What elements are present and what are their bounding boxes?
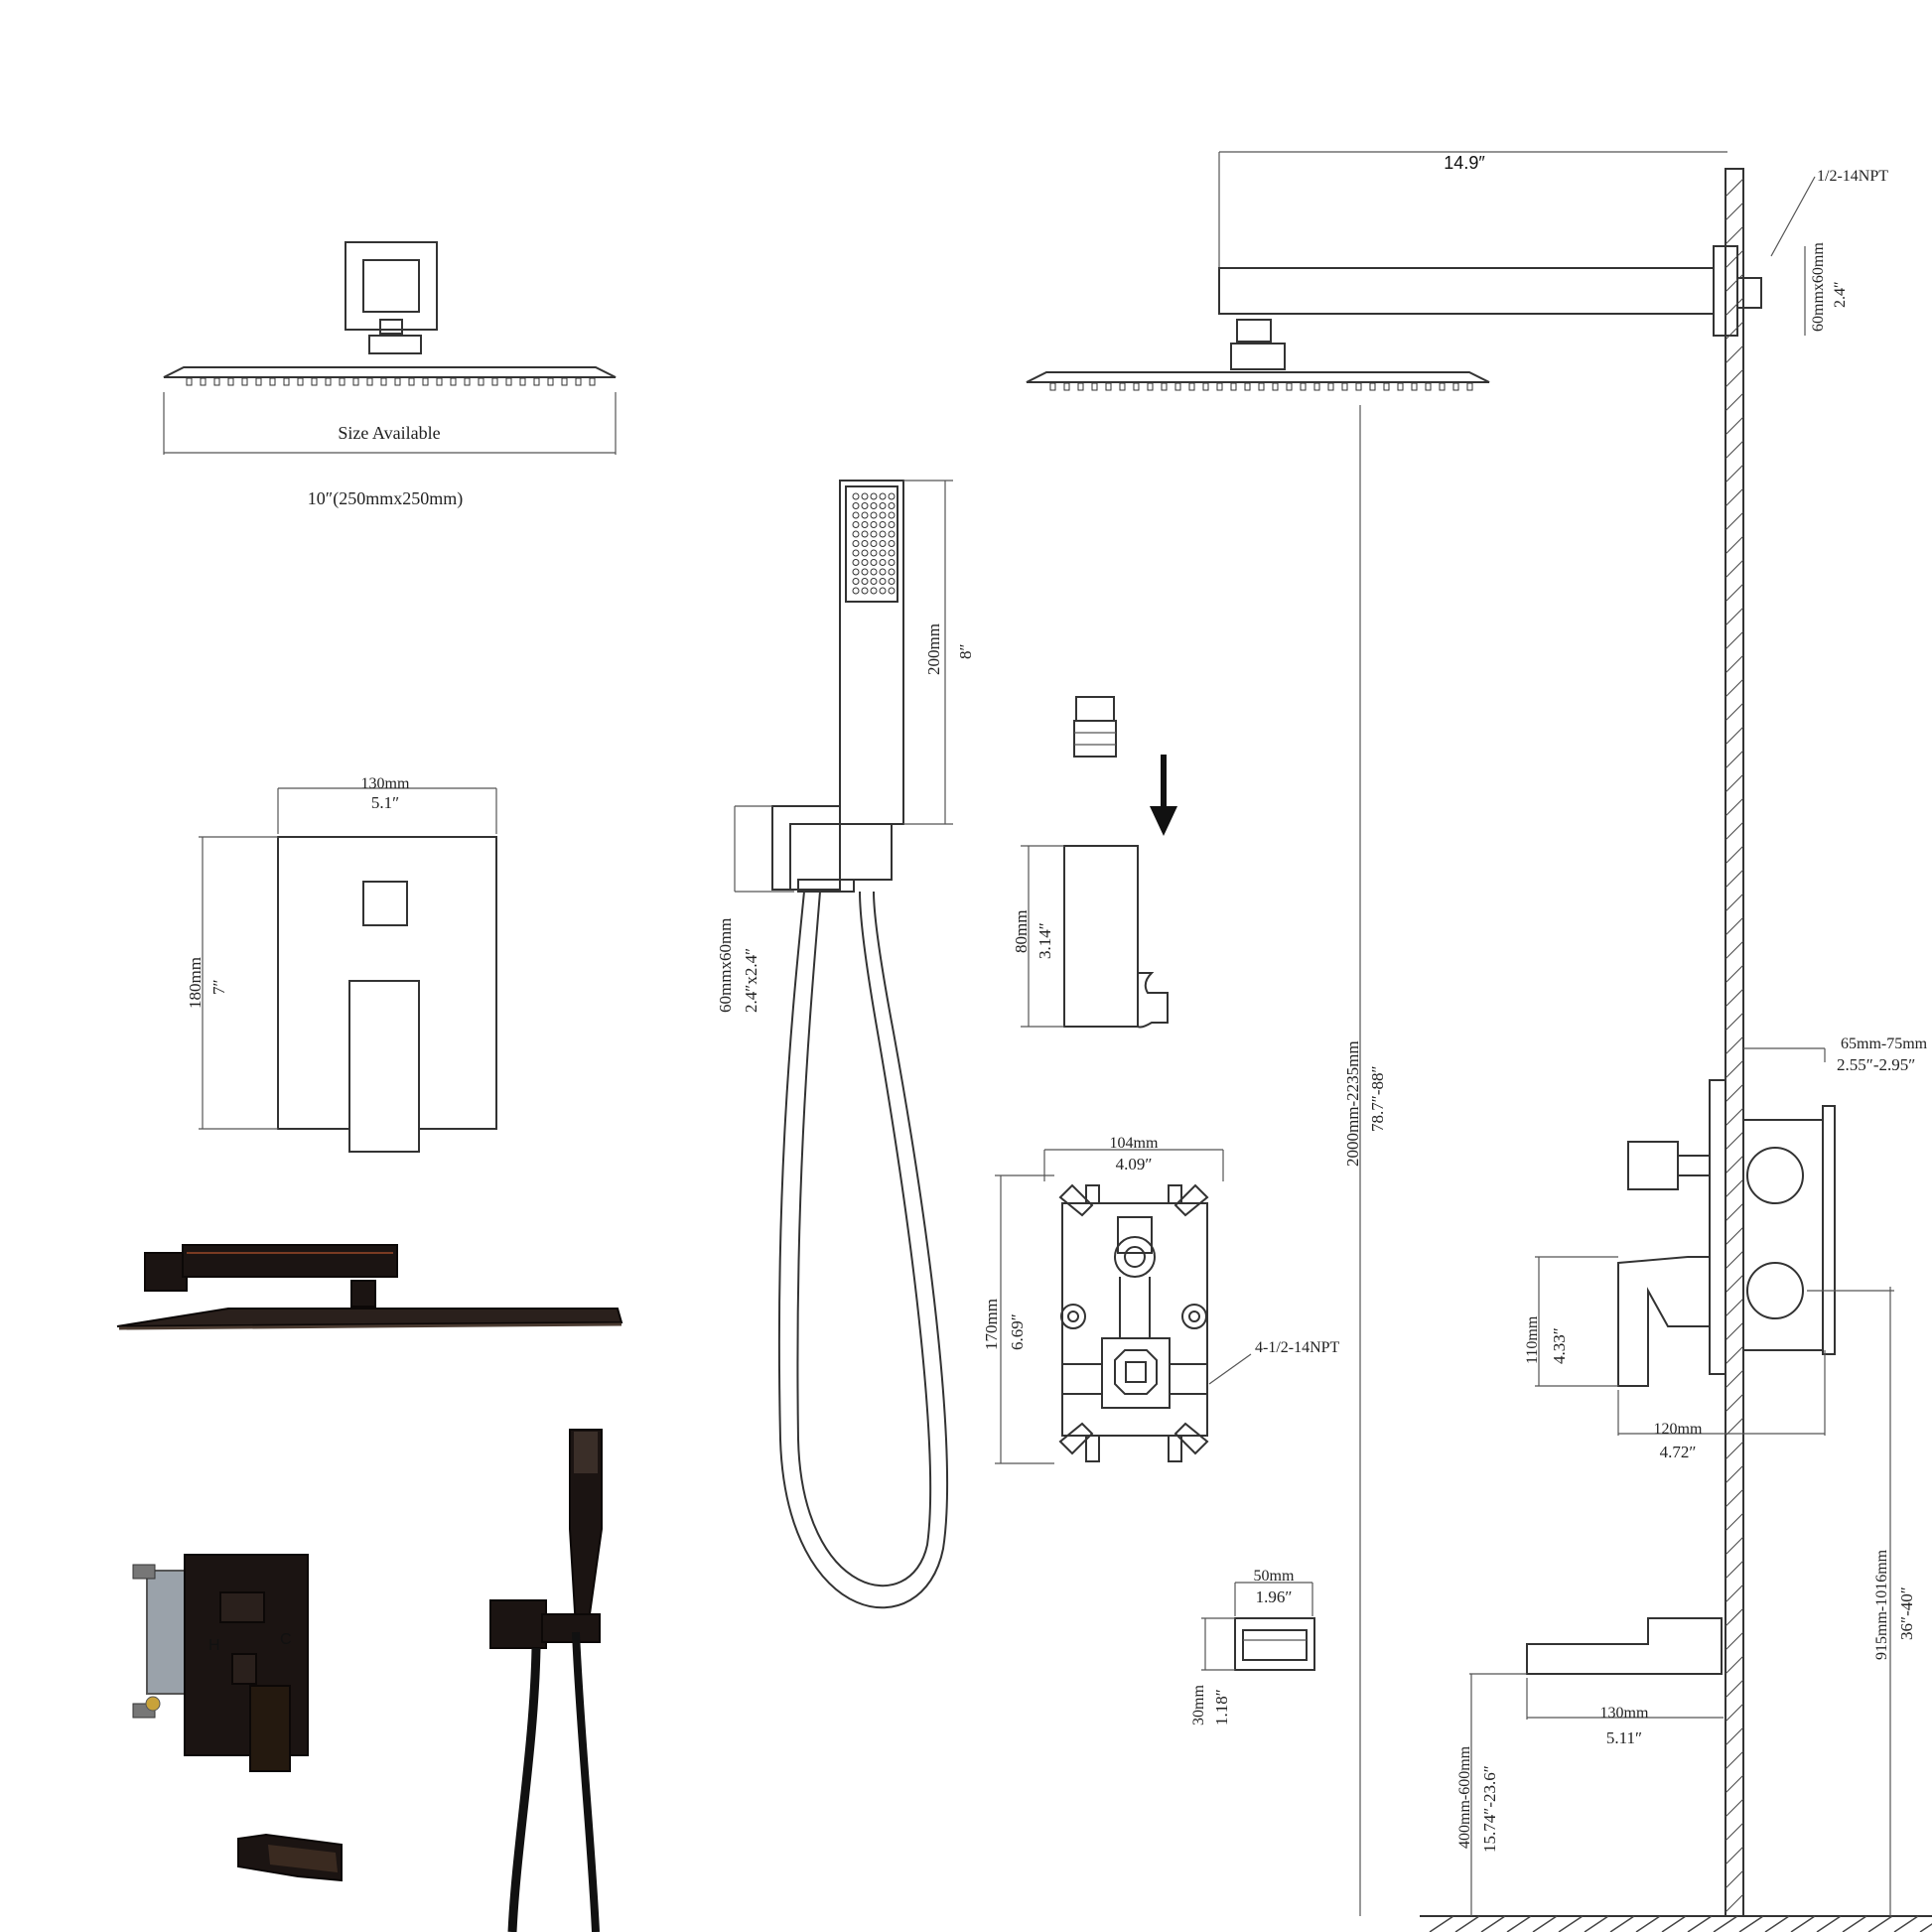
shower-arm-side-view: 14.9″ 1/2-14NPT 60mmx60mm 2.4″ <box>1026 151 1888 391</box>
hand-shower-photo <box>489 1429 603 1932</box>
shower-head-size-text: 10″(250mmx250mm) <box>308 488 464 509</box>
trim-plate-drawing: 130mm 5.1″ 180mm 7″ <box>186 775 497 1153</box>
handle-projection-in: 4.72″ <box>1660 1443 1697 1461</box>
spout-length-in: 5.11″ <box>1606 1728 1642 1747</box>
arm-length-text: 14.9″ <box>1444 153 1485 173</box>
valve-install-height-mm: 915mm-1016mm <box>1873 1549 1890 1660</box>
total-height-dimension: 2000mm-2235mm 78.7″-88″ <box>1343 405 1387 1916</box>
wall-depth-mm: 65mm-75mm <box>1841 1035 1928 1052</box>
spout-face-width-mm: 50mm <box>1254 1568 1295 1585</box>
shower-head-photo <box>116 1244 623 1330</box>
shower-head-front-view: Size Available 10″(250mmx250mm) <box>163 241 617 509</box>
trim-width-mm: 130mm <box>361 775 410 792</box>
handle-height-in: 4.33″ <box>1550 1327 1569 1364</box>
hot-label: H <box>208 1637 220 1654</box>
valve-width-mm: 104mm <box>1110 1135 1159 1152</box>
spout-face-width-in: 1.96″ <box>1256 1587 1293 1606</box>
rough-in-valve-drawing: 104mm 4.09″ 170mm 6.69″ 4-1/2-14NPT <box>982 1135 1340 1464</box>
valve-width-in: 4.09″ <box>1116 1155 1153 1173</box>
holder-height-in: 3.14″ <box>1035 922 1054 959</box>
hand-shower-elbow-mm: 60mmx60mm <box>716 918 735 1013</box>
installed-valve-section: 65mm-75mm 2.55″-2.95″ 110mm 4.33″ 120mm … <box>1456 1035 1928 1916</box>
spout-install-height-in: 15.74″-23.6″ <box>1480 1765 1499 1853</box>
valve-ports-text: 4-1/2-14NPT <box>1255 1339 1340 1356</box>
handle-height-mm: 110mm <box>1524 1315 1541 1364</box>
holder-height-mm: 80mm <box>1012 910 1031 953</box>
hand-shower-drawing: 200mm 8″ 60mmx60mm 2.4″x2.4″ <box>716 480 975 1609</box>
spout-face-height-mm: 30mm <box>1190 1685 1207 1725</box>
valve-trim-photo: H C <box>132 1554 309 1772</box>
spout-outlet-drawing: 50mm 1.96″ 30mm 1.18″ <box>1190 1568 1315 1725</box>
arm-flange-in: 2.4″ <box>1832 281 1849 308</box>
tub-spout-photo <box>237 1833 343 1882</box>
wall-section <box>1420 168 1932 1932</box>
trim-height-in: 7″ <box>209 979 228 995</box>
down-arrow-icon <box>1150 755 1177 836</box>
arm-flange-mm: 60mmx60mm <box>1810 242 1827 332</box>
total-height-in: 78.7″-88″ <box>1368 1065 1387 1132</box>
size-available-label: Size Available <box>338 423 440 443</box>
hand-shower-length-mm: 200mm <box>924 623 943 675</box>
wall-depth-in: 2.55″-2.95″ <box>1837 1055 1915 1074</box>
spout-install-height-mm: 400mm-600mm <box>1456 1745 1473 1849</box>
arm-thread-text: 1/2-14NPT <box>1817 168 1888 185</box>
hand-shower-length-in: 8″ <box>956 643 975 659</box>
trim-height-mm: 180mm <box>186 957 205 1009</box>
spout-length-mm: 130mm <box>1600 1705 1649 1722</box>
trim-width-in: 5.1″ <box>371 793 399 812</box>
spout-face-height-in: 1.18″ <box>1212 1689 1231 1725</box>
total-height-mm: 2000mm-2235mm <box>1343 1040 1362 1167</box>
valve-install-height-in: 36″-40″ <box>1897 1587 1916 1640</box>
cold-label: C <box>280 1631 292 1648</box>
valve-height-in: 6.69″ <box>1008 1313 1027 1350</box>
hand-shower-holder: 80mm 3.14″ <box>1012 845 1169 1029</box>
hose-connector <box>1073 696 1117 758</box>
hand-shower-elbow-in: 2.4″x2.4″ <box>742 948 760 1013</box>
handle-projection-mm: 120mm <box>1654 1421 1703 1438</box>
valve-height-mm: 170mm <box>982 1299 1001 1350</box>
